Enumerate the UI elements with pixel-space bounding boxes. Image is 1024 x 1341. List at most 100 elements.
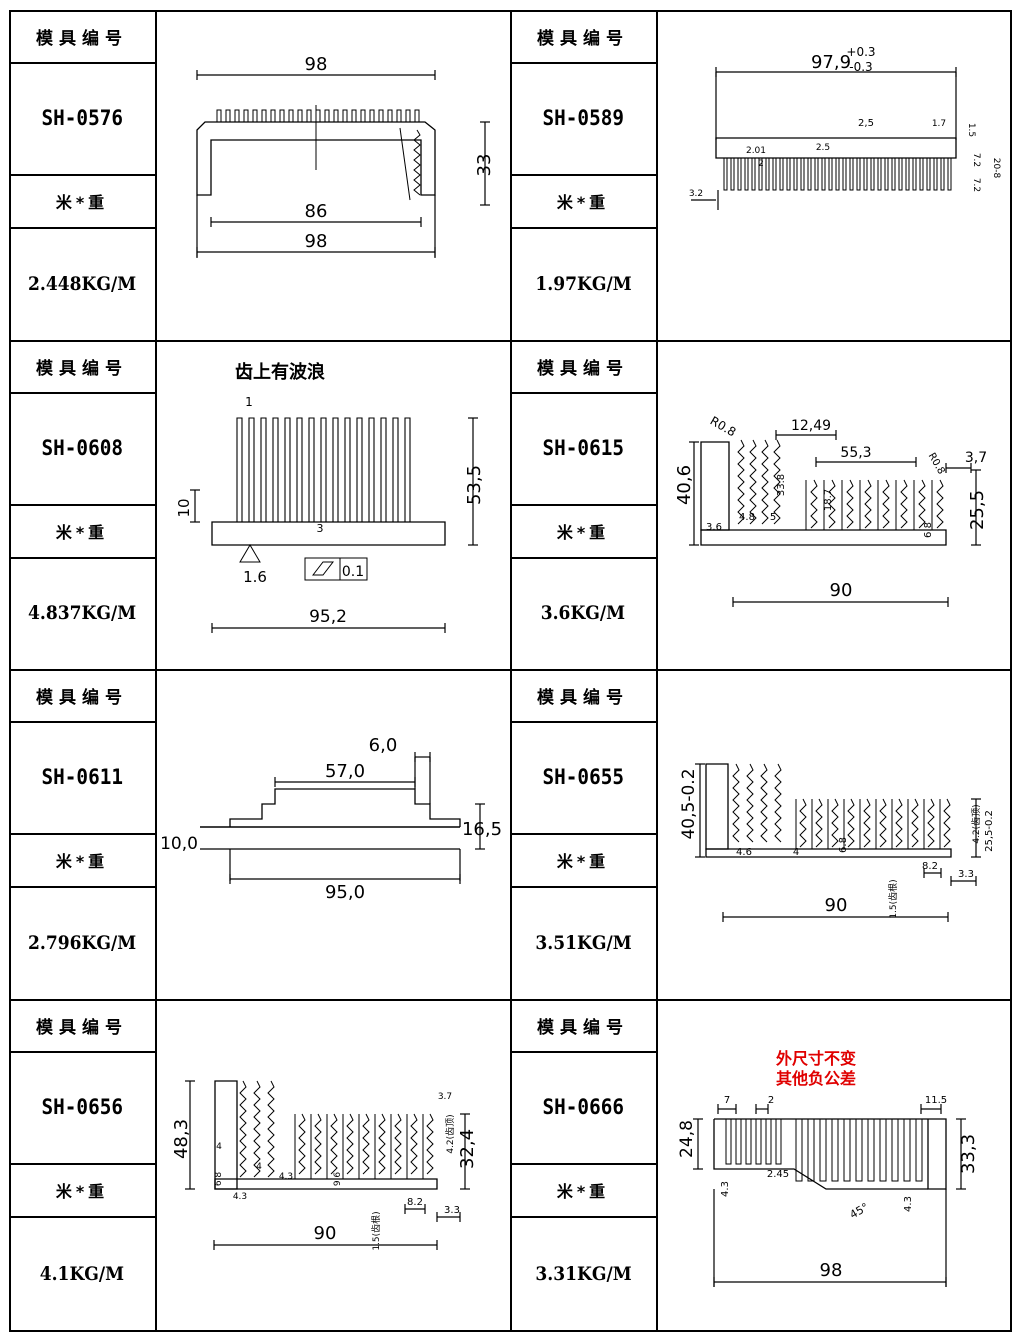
grid-line — [9, 721, 155, 723]
grid-line — [9, 62, 155, 64]
dimension-label: 4.2(齿顶) — [445, 1114, 456, 1153]
grid-line — [9, 557, 155, 559]
product-weight-cell: 3.31KG/M — [510, 1216, 656, 1332]
grid-line — [9, 392, 155, 394]
dimension-label: -0.3 — [849, 60, 872, 74]
dimension-label: 12,49 — [791, 418, 831, 434]
dimension-label: 25,5 — [967, 490, 988, 530]
mold-number-label: 模具编号 — [36, 358, 128, 379]
dimension-label: R0.8 — [708, 414, 739, 440]
product-code-cell: SH-0666 — [510, 1051, 656, 1163]
dimension-label: 4.2(齿顶) — [971, 804, 982, 843]
mold-number-label: 模具编号 — [537, 1017, 629, 1038]
weight-label: 米*重 — [556, 192, 610, 212]
dimension-label: 1.5 — [966, 123, 976, 137]
dimension-label: 98 — [305, 54, 328, 75]
mold-number-label: 模具编号 — [36, 687, 128, 708]
dimension-label: 4.6 — [736, 847, 752, 858]
product-code-cell: SH-0615 — [510, 392, 656, 504]
product-code: SH-0576 — [41, 106, 123, 130]
dimension-label: 6,0 — [369, 735, 398, 756]
product-code: SH-0611 — [41, 765, 123, 789]
dimension-label: 4 — [216, 1142, 222, 1152]
dimension-label: 33,3 — [958, 1134, 979, 1174]
dimension-label: 2.01 — [746, 146, 766, 156]
product-code: SH-0608 — [41, 436, 123, 460]
product-code-cell: SH-0608 — [9, 392, 155, 504]
product-weight-cell: 2.448KG/M — [9, 227, 155, 340]
product-code-cell: SH-0611 — [9, 721, 155, 833]
dimension-label: 3.2 — [689, 189, 703, 199]
product-weight-cell: 1.97KG/M — [510, 227, 656, 340]
product-code: SH-0589 — [542, 106, 624, 130]
dimension-label: 25,5-0.2 — [984, 810, 995, 852]
dimension-label: 4.3 — [903, 1196, 914, 1212]
grid-line — [510, 1163, 656, 1165]
dimension-label: 7.2 — [971, 178, 981, 192]
product-weight-cell: 2.796KG/M — [9, 886, 155, 999]
mold-number-label-cell: 模具编号 — [510, 669, 656, 721]
grid-line — [9, 1051, 155, 1053]
product-code-cell: SH-0589 — [510, 62, 656, 174]
mold-number-label: 模具编号 — [36, 28, 128, 49]
profile-note: 齿上有波浪 — [235, 362, 325, 383]
grid-line — [9, 504, 155, 506]
grid-line — [510, 557, 656, 559]
profile-drawing-SH-0611: 6,057,010,016,595,0 — [160, 735, 502, 903]
dimension-label: 11.5 — [925, 1095, 947, 1106]
product-code-cell: SH-0576 — [9, 62, 155, 174]
dimension-label: +0.3 — [846, 45, 875, 59]
dimension-label: 40,6 — [674, 465, 695, 505]
grid-line — [9, 174, 155, 176]
mold-number-label: 模具编号 — [537, 687, 629, 708]
mold-number-label-cell: 模具编号 — [9, 10, 155, 62]
dimension-label: 2.5 — [816, 143, 830, 153]
grid-line — [510, 721, 656, 723]
dimension-label: 95,2 — [309, 607, 347, 627]
dimension-label: 32,4 — [457, 1129, 478, 1169]
grid-line — [510, 227, 656, 229]
dimension-label: 90 — [314, 1223, 337, 1244]
dimension-label: 3.3 — [958, 869, 974, 880]
dimension-label: 16,5 — [462, 819, 502, 840]
dimension-label: 3.7 — [438, 1092, 452, 1102]
dimension-label: 95,0 — [325, 882, 365, 903]
grid-line — [510, 504, 656, 506]
grid-line — [510, 1216, 656, 1218]
mold-number-label-cell: 模具编号 — [510, 10, 656, 62]
grid-line — [9, 833, 155, 835]
grid-line — [510, 833, 656, 835]
mold-number-label-cell: 模具编号 — [9, 669, 155, 721]
dimension-label: 18.7 — [823, 489, 834, 511]
grid-line — [510, 174, 656, 176]
dimension-label: 1.7 — [932, 119, 946, 129]
product-weight: 1.97KG/M — [534, 272, 632, 295]
dimension-label: 9.6 — [333, 1172, 343, 1187]
dimension-label: 2 — [758, 159, 764, 169]
product-weight: 3.6KG/M — [540, 602, 626, 624]
grid-line — [510, 10, 512, 1332]
product-code-cell: SH-0656 — [9, 1051, 155, 1163]
product-weight: 4.1KG/M — [39, 1263, 125, 1285]
weight-label: 米*重 — [55, 1181, 109, 1201]
product-weight-cell: 3.6KG/M — [510, 557, 656, 669]
dimension-label: 4 — [256, 1162, 262, 1172]
weight-label-cell: 米*重 — [9, 504, 155, 557]
mold-number-label-cell: 模具编号 — [9, 999, 155, 1051]
dimension-label: 3 — [317, 522, 324, 535]
product-code: SH-0666 — [542, 1095, 624, 1119]
weight-label: 米*重 — [55, 851, 109, 871]
product-code: SH-0656 — [41, 1095, 123, 1119]
dimension-label: 4.3 — [233, 1192, 247, 1202]
dimension-label: 90 — [830, 580, 853, 601]
product-code-cell: SH-0655 — [510, 721, 656, 833]
dimension-label: 48,3 — [171, 1119, 192, 1159]
dimension-label: 3.6 — [706, 522, 722, 533]
dimension-label: 10,0 — [160, 834, 198, 854]
